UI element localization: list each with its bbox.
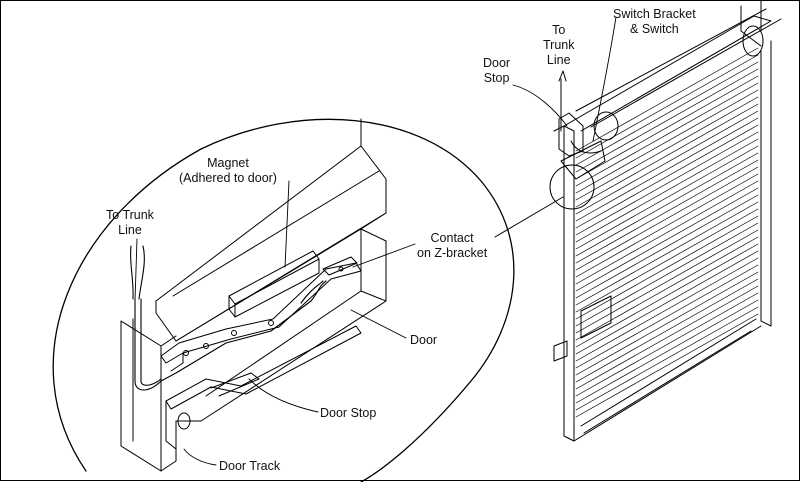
label-to-trunk-line-left: To Trunk Line <box>106 208 154 237</box>
z-bracket-shape <box>160 256 362 372</box>
label-door: Door <box>410 333 438 347</box>
label-door-stop-top: Door Stop <box>483 56 511 85</box>
label-contact: Contact on Z-bracket <box>417 231 488 260</box>
door-stop-shape <box>165 325 362 450</box>
rolling-door-shape <box>549 1 782 442</box>
label-switch-bracket: Switch Bracket & Switch <box>613 7 696 36</box>
magnet-block-shape <box>228 250 320 318</box>
label-door-track: Door Track <box>219 459 281 473</box>
leader-lines-right <box>512 16 617 142</box>
magnifier-circle <box>52 118 515 482</box>
door-track-shape <box>120 318 177 472</box>
label-magnet: Magnet (Adhered to door) <box>179 156 277 185</box>
label-door-stop: Door Stop <box>320 406 377 420</box>
leader-lines <box>134 180 416 466</box>
callout-connector <box>494 196 564 238</box>
wire-shape <box>130 245 327 391</box>
label-to-trunk-line-top: To Trunk Line <box>543 23 575 67</box>
door-slats <box>575 47 759 418</box>
